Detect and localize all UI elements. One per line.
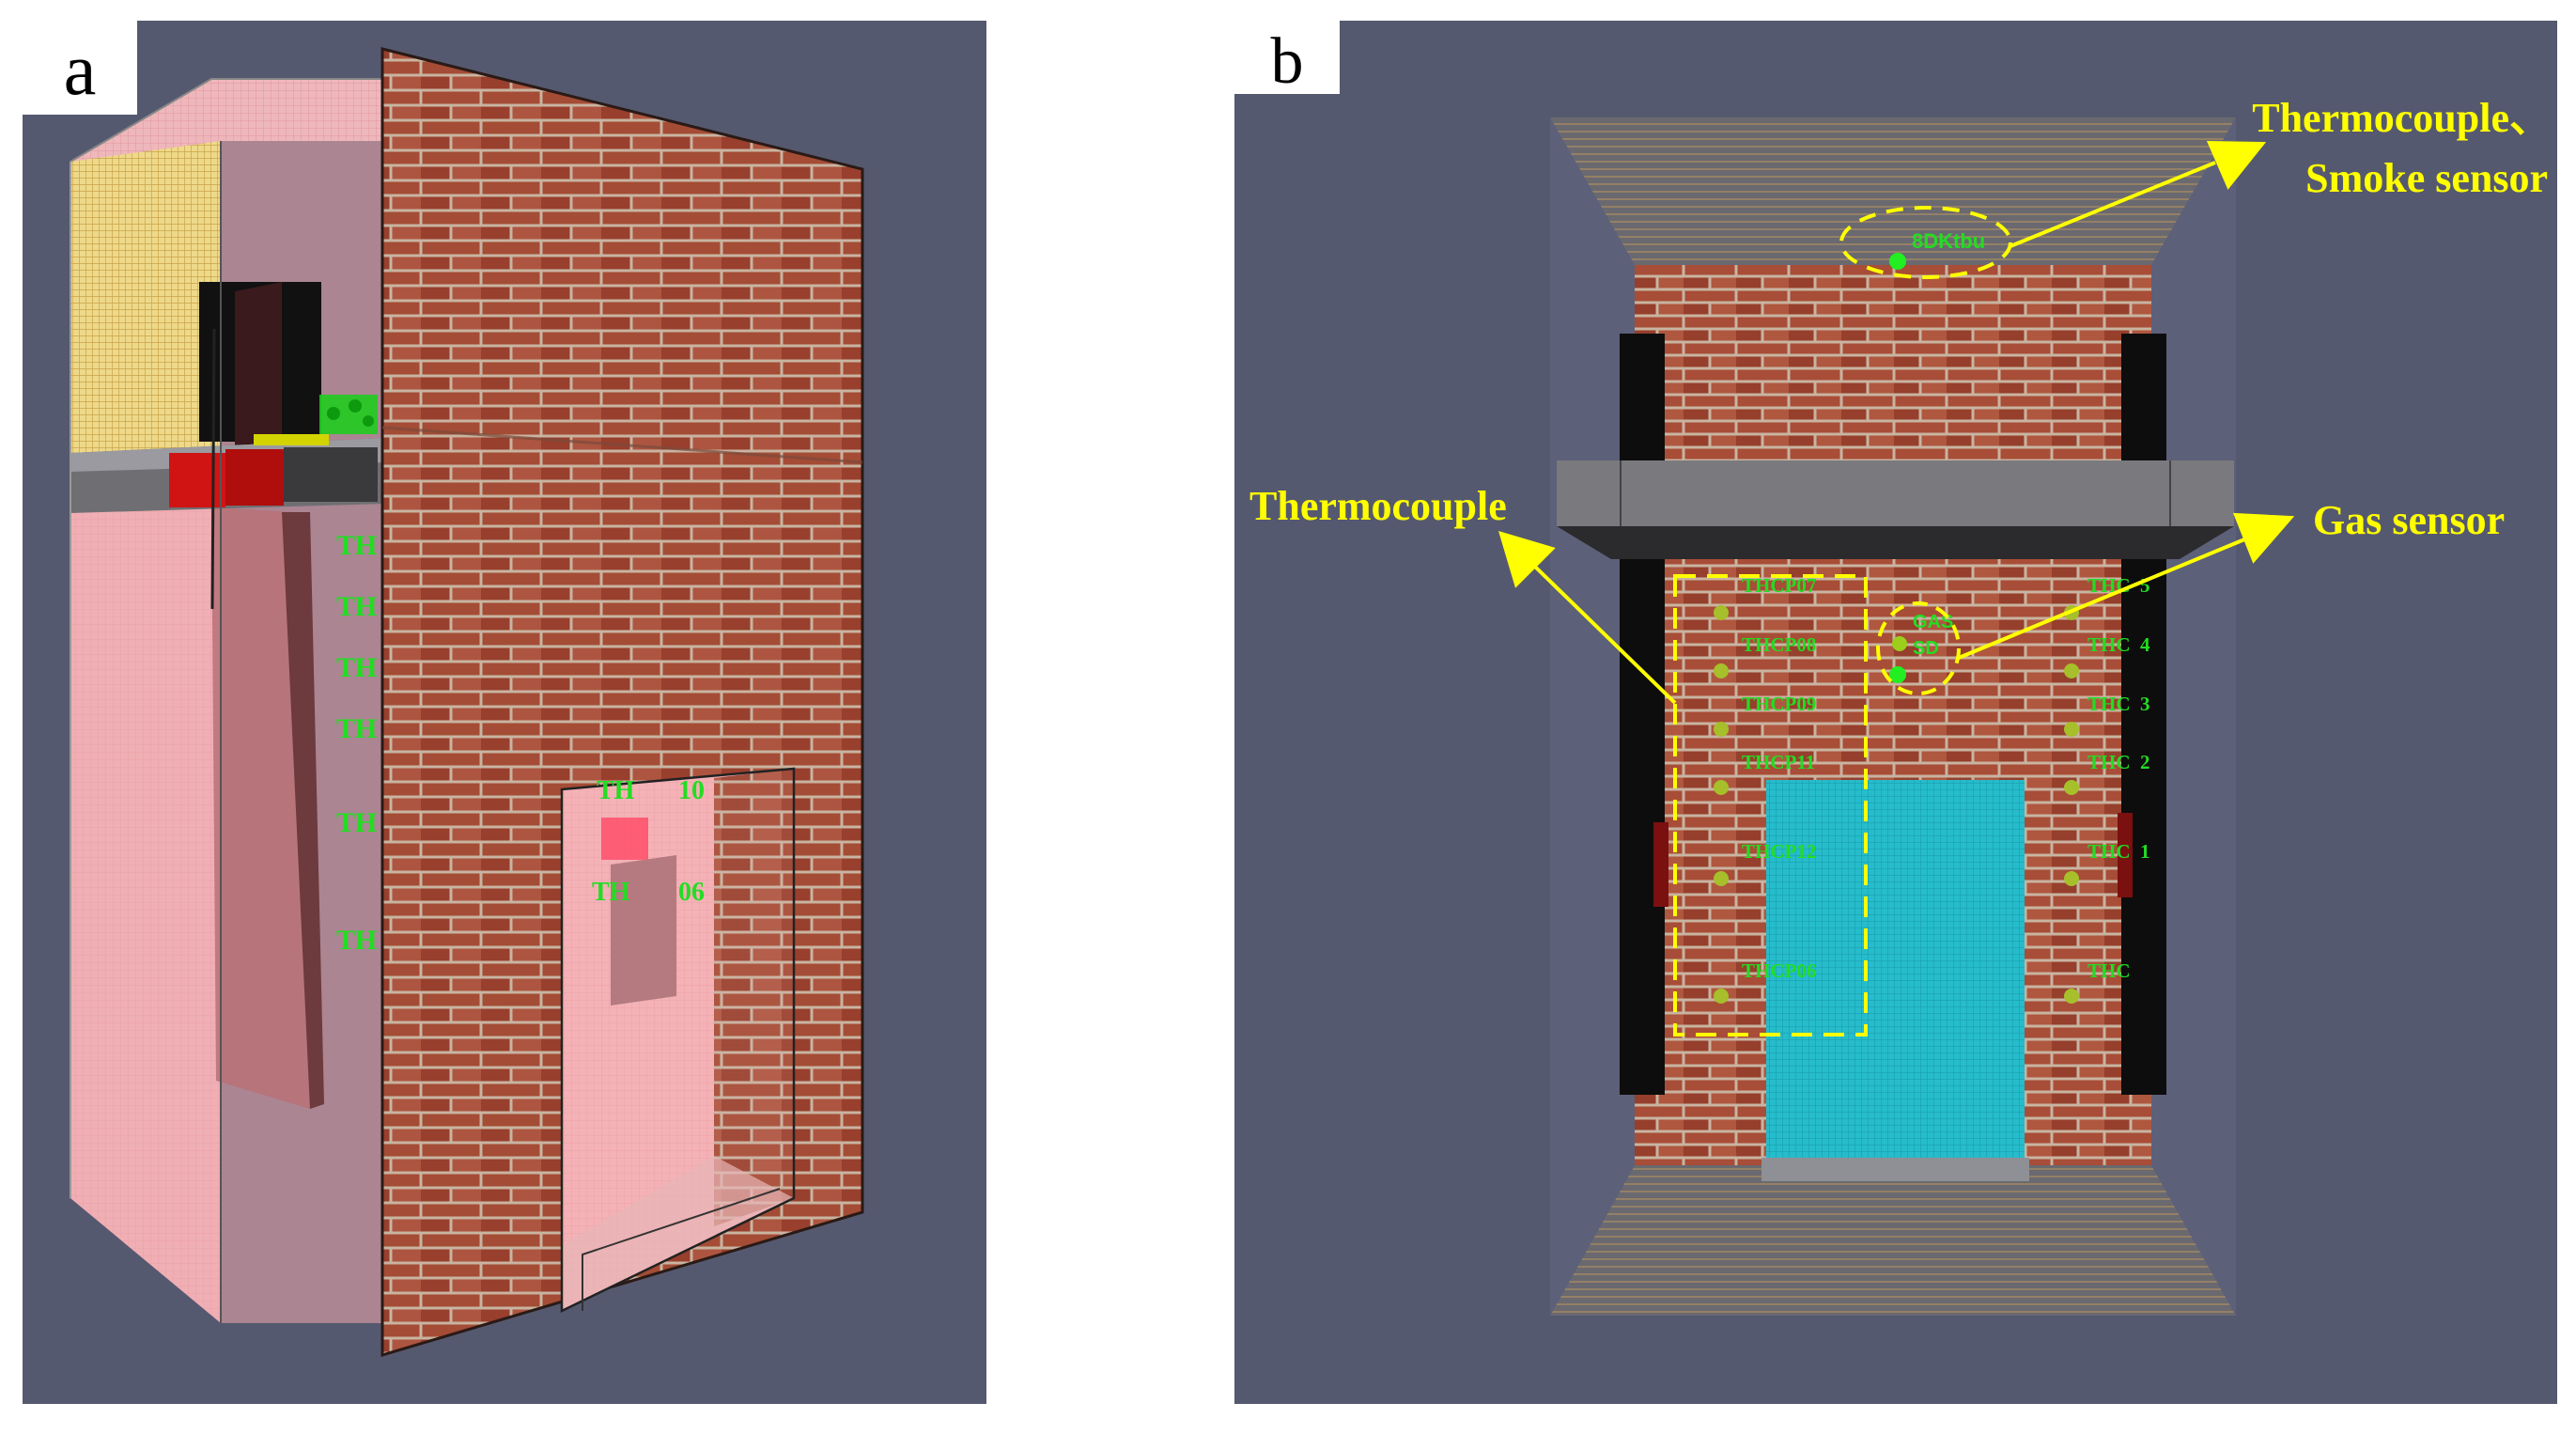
- panel-b-letter-box: [1234, 21, 1340, 94]
- thc-label: THC 4: [2087, 633, 2150, 656]
- room-ceiling: [1550, 117, 2236, 265]
- door-inner-shaft: [611, 855, 676, 1005]
- th-label: TH: [336, 925, 377, 956]
- slab-dark-panel: [284, 447, 378, 502]
- vertical-shaft: [211, 507, 310, 1109]
- th-label: TH: [336, 530, 377, 561]
- top-sensor-label: 8DKtbu: [1912, 229, 1985, 253]
- thcp-label: THCP09: [1742, 693, 1816, 715]
- wire: [210, 328, 216, 610]
- room-left-wall: [1550, 117, 1635, 1316]
- thcp-label: THCP11: [1742, 751, 1815, 773]
- upper-floor-grid: [70, 141, 221, 453]
- room-floor: [1550, 1165, 2236, 1316]
- thcp-label: THCP06: [1742, 959, 1816, 982]
- th-label: TH: [336, 807, 377, 838]
- panel-a: TH TH TH TH TH TH TH 10 TH 06 a: [23, 21, 986, 1404]
- gas-sensor-dot: [1889, 666, 1906, 683]
- door-th-label: 06: [678, 878, 705, 907]
- teal-door: [1766, 780, 2025, 1161]
- door-th-label: TH: [597, 776, 635, 805]
- vertical-shaft-edge: [282, 512, 324, 1109]
- left-column-red: [1653, 822, 1668, 907]
- slab-yellow-strip: [254, 434, 329, 445]
- th-label: TH: [336, 713, 377, 744]
- room-right-wall: [2151, 117, 2236, 1316]
- gas-sensor-label: Gas sensor: [2313, 497, 2505, 543]
- smoke-sensor-ellipse: [1839, 206, 2012, 279]
- thcp-label: THCP12: [1742, 840, 1816, 863]
- thermocouple-smoke-label-line1: Thermocouple、: [2252, 95, 2551, 141]
- thermocouple-smoke-label-line2: Smoke sensor: [2305, 155, 2548, 201]
- smoke-arrowhead: [2206, 140, 2267, 190]
- door-outline: [560, 767, 796, 1313]
- gas-arrow-line: [1958, 536, 2250, 660]
- gas-arrowhead: [2232, 512, 2295, 564]
- right-column-red: [2118, 813, 2133, 897]
- door-reveal-brick: [714, 769, 794, 1226]
- th-label: TH: [336, 652, 377, 683]
- gas-sensor-ellipse: [1876, 601, 1961, 695]
- right-thermocouples: [2064, 605, 2079, 1004]
- panel-b-letter: b: [1271, 25, 1304, 98]
- door-frame-inner: [582, 1188, 781, 1311]
- door-th-label: 10: [678, 776, 705, 805]
- gas-sensor-dot: [1892, 636, 1907, 651]
- smoke-sensor-dot: [1889, 253, 1906, 270]
- brick-wall-floor-line: [381, 426, 863, 464]
- slab-red-panel-2: [225, 449, 284, 506]
- gas-label: SD: [1913, 638, 1939, 659]
- thermocouple-arrowhead: [1498, 531, 1556, 588]
- thermocouple-label: Thermocouple: [1249, 483, 1507, 529]
- thermocouple-dashed-box: [1673, 574, 1868, 1037]
- door-th-label: TH: [592, 878, 630, 907]
- door-threshold: [562, 1156, 794, 1311]
- brick-wall-outline: [380, 47, 864, 1358]
- th-label: TH: [336, 591, 377, 622]
- gas-label: GAS: [1913, 612, 1953, 632]
- green-sensor-cluster: [319, 395, 378, 434]
- thcp-label: THCP08: [1742, 633, 1816, 656]
- slab-front: [1557, 460, 2234, 526]
- door-sill: [1761, 1158, 2029, 1181]
- left-column: [1620, 334, 1665, 1095]
- slab-underside: [1557, 526, 2234, 559]
- panel-a-letter-box: [23, 21, 137, 115]
- annotation-labels: Thermocouple、 Smoke sensor Thermocouple …: [1249, 95, 2551, 543]
- thc-label: THC: [2087, 959, 2131, 982]
- panel-a-letter: a: [64, 28, 97, 110]
- annotation-arrows: [1498, 140, 2295, 705]
- smoke-arrow-line: [2010, 161, 2216, 248]
- right-thcp-labels: THC 5 THC 4 THC 3 THC 2 THC 1 THC: [2087, 574, 2150, 982]
- panel-a-th-labels: TH TH TH TH TH TH: [336, 530, 377, 956]
- door-red-marker: [601, 818, 648, 860]
- door-th-labels: TH 10 TH 06: [592, 776, 705, 907]
- shaft-block-side: [235, 282, 282, 451]
- volume-outline-top: [70, 78, 385, 163]
- thc-label: THC 1: [2087, 840, 2150, 863]
- left-thermocouples: [1714, 605, 1729, 1004]
- thc-label: THC 2: [2087, 751, 2150, 773]
- thermocouple-arrow-line: [1533, 565, 1677, 705]
- slab-red-panel-1: [169, 453, 225, 507]
- panel-b: 8DKtbu GAS SD THCP07 THCP08 THCP09 THCP1…: [1234, 21, 2557, 1404]
- thc-label: THC 3: [2087, 693, 2150, 715]
